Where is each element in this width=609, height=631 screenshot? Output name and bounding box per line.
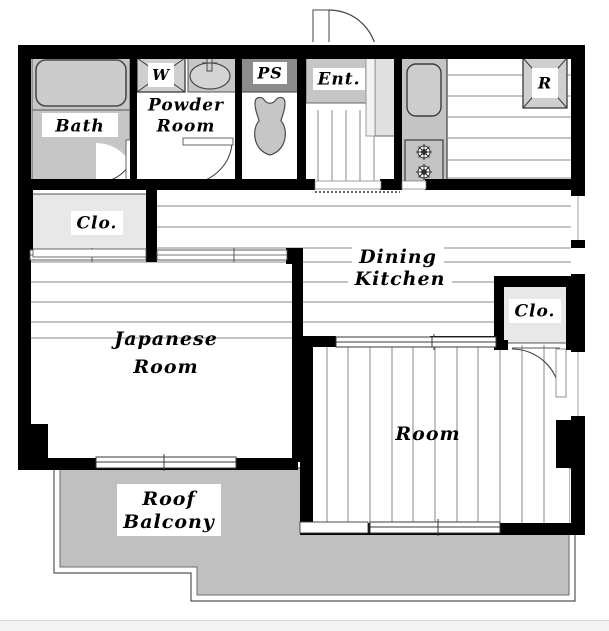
washing-machine-label: W	[152, 66, 171, 84]
japanese-room-floor	[30, 258, 292, 463]
powder-room-label-line1: Powder	[147, 96, 224, 116]
japanese-room-south-window	[95, 454, 237, 471]
closet-right-label-bg	[509, 299, 561, 323]
western-room-south-window	[299, 519, 501, 536]
western-room-label: Room	[394, 423, 460, 445]
kitchen-counter-unit	[400, 57, 448, 185]
dining-label-bg1	[352, 247, 444, 268]
roof-balcony-label-line2: Balcony	[122, 511, 216, 533]
burner-icon	[416, 164, 432, 180]
balcony-label-bg	[117, 484, 221, 536]
right-wall-windows	[571, 196, 585, 416]
shoe-closet	[374, 57, 396, 137]
dining-kitchen-label-line1: Dining	[358, 246, 437, 268]
vanity-sink-icon	[187, 57, 237, 93]
dining-kitchen-label-line2: Kitchen	[354, 268, 446, 290]
dk-north-openings	[314, 180, 427, 190]
bathtub-icon	[35, 59, 127, 107]
footer-divider	[0, 620, 609, 631]
entrance-label-bg	[313, 68, 365, 90]
closet-left-label: Clo.	[77, 214, 118, 234]
closet-left-sliding-door	[32, 248, 147, 258]
western-room-north-sliding-door	[335, 334, 497, 350]
bath-label: Bath	[54, 117, 105, 137]
powder-room-label-line2: Room	[156, 117, 216, 137]
japanese-room-label-line2: Room	[132, 356, 198, 378]
toilet-fixture-icon	[241, 95, 298, 185]
burner-icon	[416, 144, 432, 160]
refrigerator-label: R	[537, 74, 552, 93]
kitchen-sink-icon	[406, 63, 442, 117]
bath-label-bg	[42, 113, 118, 137]
western-room-floor-lines	[326, 345, 545, 527]
closet-right-label: Clo.	[515, 302, 556, 322]
roof-balcony-label-line1: Roof	[141, 488, 197, 510]
entrance-hall-floor-lines	[317, 110, 375, 185]
dining-label-bg2	[348, 269, 452, 290]
entrance-label: Ent.	[316, 70, 360, 90]
japanese-room-label-line1: Japanese	[111, 328, 218, 350]
ps-label-bg	[253, 62, 287, 84]
closet-left-label-bg	[71, 211, 123, 235]
western-room-floor	[313, 342, 569, 527]
refrigerator-icon	[522, 57, 568, 109]
japanese-room-north-sliding-door-2	[156, 248, 288, 262]
pipe-shaft-label: PS	[256, 64, 283, 83]
